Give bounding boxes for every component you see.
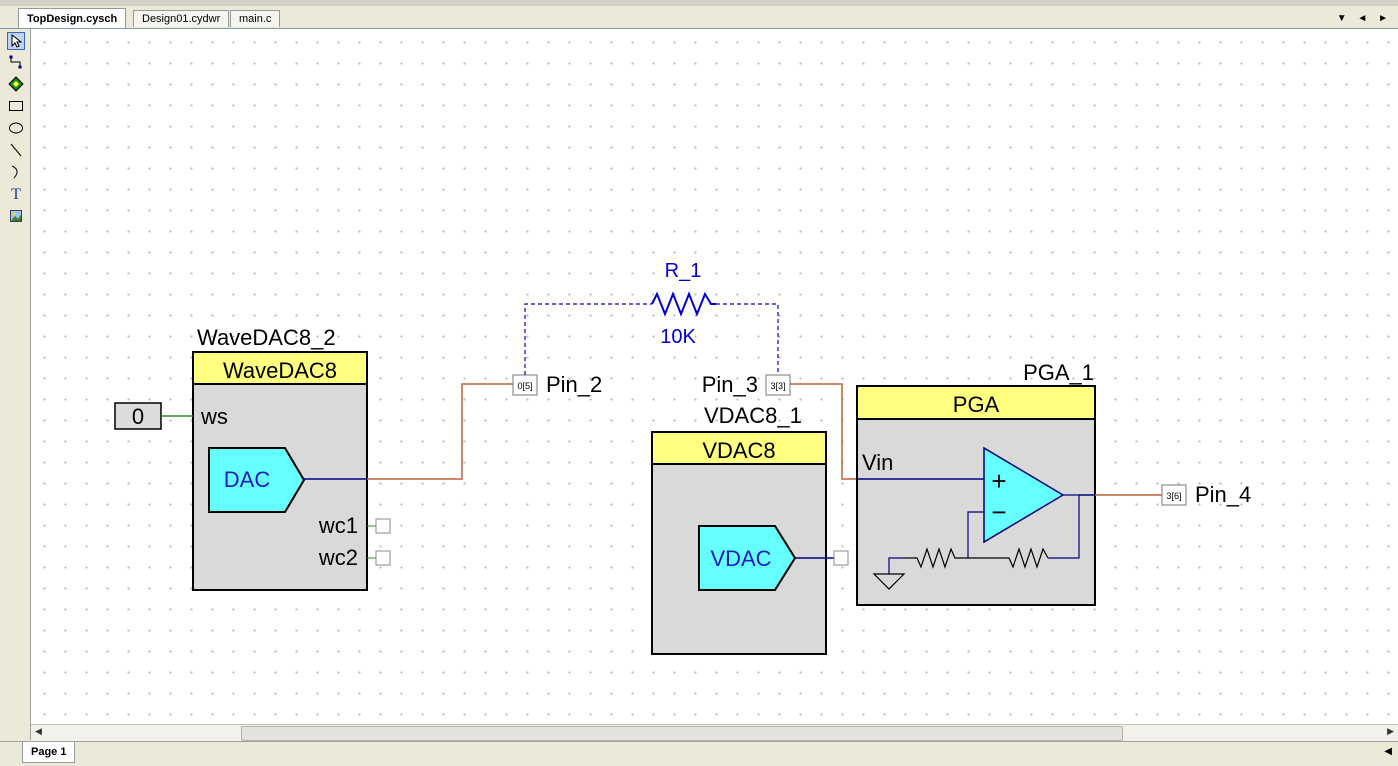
pin3-label: Pin_3 xyxy=(702,372,758,397)
pga-instance-name: PGA_1 xyxy=(1023,360,1094,385)
wc2-terminal[interactable] xyxy=(375,550,391,566)
tab-design01[interactable]: Design01.cydwr xyxy=(133,10,230,27)
opamp-plus-sign: + xyxy=(991,466,1006,496)
scroll-thumb[interactable] xyxy=(241,726,1123,741)
pin2-tag: 0[5] xyxy=(517,381,532,391)
resistor-r1-name: R_1 xyxy=(665,260,702,282)
tab-scroll-arrows[interactable]: ▼ ◄ ► xyxy=(1336,13,1392,24)
image-tool-icon[interactable] xyxy=(7,208,25,226)
pga-vin-label: Vin xyxy=(862,450,893,475)
pin3-port[interactable] xyxy=(765,374,791,396)
logic-constant[interactable] xyxy=(114,402,162,430)
component-tool-icon[interactable] xyxy=(7,76,25,94)
vdac-symbol xyxy=(698,525,797,591)
wavedac-instance-name: WaveDAC8_2 xyxy=(197,325,336,350)
logic-constant-value: 0 xyxy=(132,404,144,429)
ellipse-tool-icon[interactable] xyxy=(7,120,25,138)
page-tab-bar: Page 1 ◀ xyxy=(0,741,1398,766)
opamp-minus-sign: − xyxy=(991,497,1006,527)
vdac-instance-name: VDAC8_1 xyxy=(704,403,802,428)
pga-feedback-resistor xyxy=(968,547,1049,569)
r1-wire-left[interactable] xyxy=(524,303,652,375)
wc1-terminal-label: wc1 xyxy=(318,513,358,538)
ground-wire xyxy=(888,557,904,574)
tab-main-c[interactable]: main.c xyxy=(230,10,281,27)
wavedac-header xyxy=(192,351,368,385)
pin2-label: Pin_2 xyxy=(546,372,602,397)
pin4-label: Pin_4 xyxy=(1195,482,1251,507)
rectangle-tool-icon[interactable] xyxy=(7,98,25,116)
document-tab-bar: TopDesign.cysch Design01.cydwr main.c ▼ … xyxy=(0,6,1398,29)
schematic-toolbox: T xyxy=(0,29,31,740)
vdac-title: VDAC8 xyxy=(702,438,775,463)
tab-page-1[interactable]: Page 1 xyxy=(22,742,76,763)
scroll-left-icon[interactable]: ◀ xyxy=(35,726,42,736)
ground-icon xyxy=(872,573,906,590)
pin4-tag: 3[6] xyxy=(1166,491,1181,501)
opamp-symbol xyxy=(983,446,1065,544)
pga-header xyxy=(856,385,1096,420)
vdac-symbol-label: VDAC xyxy=(710,546,771,571)
pga-gain-resistor xyxy=(904,547,968,569)
text-tool-icon[interactable]: T xyxy=(11,186,21,203)
line-tool-icon[interactable] xyxy=(7,142,25,160)
dac-symbol-label: DAC xyxy=(224,467,271,492)
wc1-terminal[interactable] xyxy=(375,518,391,534)
net-wire-pin3[interactable] xyxy=(790,383,857,480)
ws-terminal-label: ws xyxy=(200,404,228,429)
wavedac-title: WaveDAC8 xyxy=(223,358,337,383)
arc-tool-icon[interactable] xyxy=(7,164,25,182)
pointer-tool-icon[interactable] xyxy=(7,32,25,50)
resistor-r1-value: 10K xyxy=(660,326,696,348)
page-scroll-icon[interactable]: ◀ xyxy=(1384,746,1392,757)
wire-tool-icon[interactable] xyxy=(7,54,25,72)
net-wire-pin2[interactable] xyxy=(367,383,513,480)
feedback-wire-outer xyxy=(1048,494,1080,559)
pga-title: PGA xyxy=(953,392,1000,417)
wc2-terminal-label: wc2 xyxy=(318,545,358,570)
pin3-tag: 3[3] xyxy=(770,381,785,391)
vdac-output-terminal[interactable] xyxy=(833,550,849,566)
resistor-r1-symbol[interactable] xyxy=(651,291,716,317)
schematic-canvas[interactable]: WaveDAC8_2 WaveDAC8 DAC ws wc1 wc2 0 0[5… xyxy=(31,29,1398,724)
horizontal-scrollbar[interactable]: ◀ ▶ xyxy=(31,724,1398,741)
feedback-wire-inner xyxy=(967,511,984,558)
scroll-right-icon[interactable]: ▶ xyxy=(1387,726,1394,736)
vdac-header xyxy=(651,431,827,465)
pin4-port[interactable] xyxy=(1161,484,1187,506)
dac-symbol xyxy=(208,447,306,513)
r1-wire-right[interactable] xyxy=(716,303,779,375)
tab-topdesign[interactable]: TopDesign.cysch xyxy=(18,8,127,28)
